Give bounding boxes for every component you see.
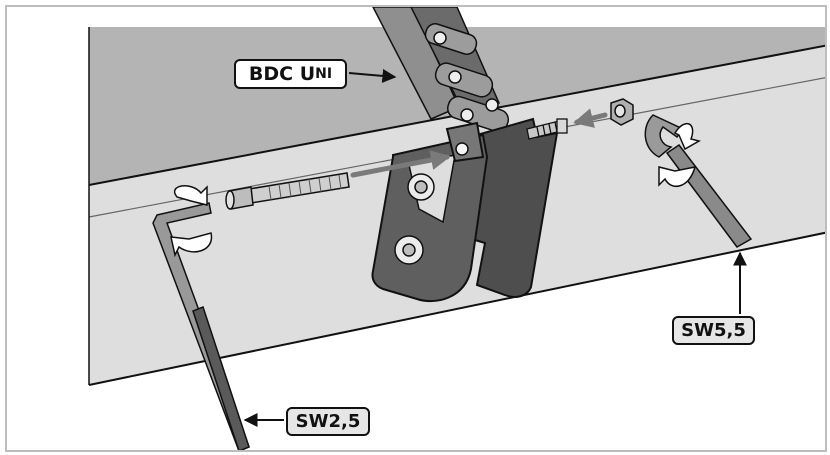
assembly-illustration: [88, 7, 825, 450]
wrench-rotation-arrows: [658, 122, 701, 188]
hex-nut: [610, 98, 634, 126]
label-hex-key-size: SW2,5: [286, 407, 370, 436]
bdc-uni-chain: [372, 7, 510, 133]
threaded-stud: [526, 118, 568, 140]
hex-key-rotation-arrows: [170, 185, 213, 258]
bracket-screw-heads: [394, 142, 469, 265]
hex-key: [152, 202, 250, 450]
cap-screw: [225, 172, 350, 210]
insert-arrows: [350, 108, 608, 178]
label-bdc-uni-sub: NI: [315, 66, 333, 82]
label-wrench-size: SW5,5: [672, 316, 755, 345]
label-bdc-uni-main: BDC U: [248, 62, 316, 85]
leader-bdc-uni: [348, 68, 397, 83]
